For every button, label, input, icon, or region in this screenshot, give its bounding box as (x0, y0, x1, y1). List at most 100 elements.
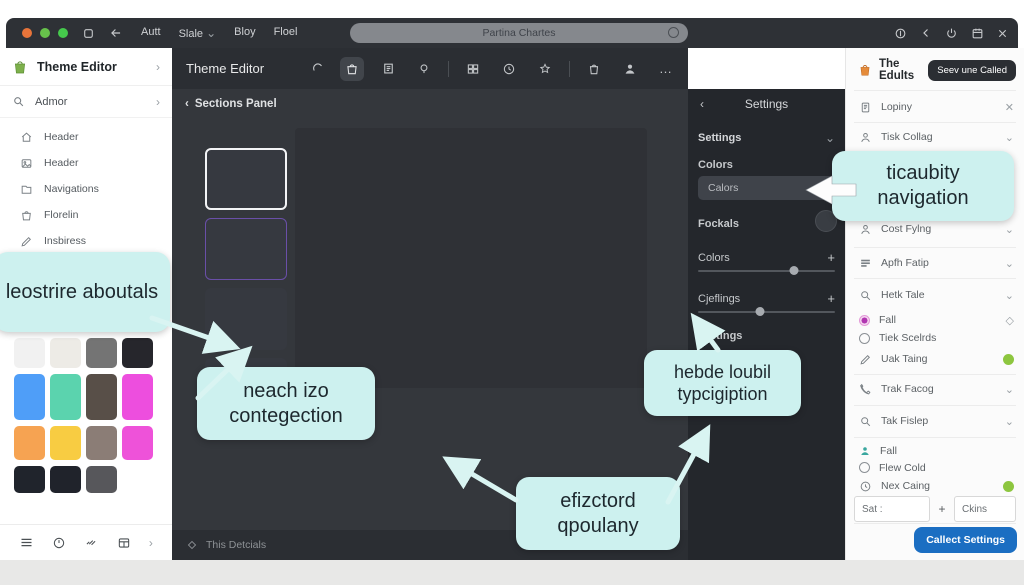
color-swatch[interactable] (14, 426, 45, 460)
sidebar-item-florelin[interactable]: Florelin (0, 202, 172, 228)
row-label: Lopiny (881, 101, 912, 113)
color-swatch[interactable] (86, 426, 117, 460)
address-bar[interactable]: Partina Chartes (350, 23, 688, 43)
panel-inputs-row: + (854, 496, 1017, 522)
chevron-right-icon[interactable]: › (148, 535, 153, 550)
undo-icon[interactable] (304, 57, 328, 81)
sidebar-item-header-2[interactable]: Header (0, 150, 172, 176)
radio-filled-icon[interactable] (859, 314, 870, 326)
plus-icon[interactable]: + (827, 250, 835, 265)
bag-icon[interactable] (582, 57, 606, 81)
color-swatch[interactable] (86, 466, 117, 493)
window-icon[interactable] (117, 536, 131, 550)
calendar-icon[interactable] (971, 27, 984, 40)
panel-row-flew-cold[interactable]: Flew Cold (846, 459, 1024, 476)
reload-icon[interactable] (668, 27, 679, 38)
plus-icon[interactable]: + (827, 291, 835, 306)
color-swatch[interactable] (14, 374, 45, 420)
color-swatch[interactable] (14, 466, 45, 493)
sidebar-item-navigations[interactable]: Navigations (0, 176, 172, 202)
chevron-left-icon: ‹ (185, 98, 189, 110)
colors-slider[interactable] (698, 266, 835, 276)
color-swatch[interactable] (86, 374, 117, 420)
chevron-left-icon[interactable]: ‹ (700, 97, 704, 111)
history-icon[interactable] (497, 57, 521, 81)
slider-thumb[interactable] (755, 307, 765, 316)
power-icon[interactable] (945, 27, 958, 40)
panel-row-nex-caing[interactable]: Nex Caing (846, 476, 1024, 496)
colors-input[interactable] (698, 176, 835, 200)
section-thumbnail-highlighted[interactable] (205, 218, 287, 280)
right-panel-header: The Edults Seev une Called (846, 56, 1024, 84)
color-swatch[interactable] (50, 374, 81, 420)
sidebar-search[interactable]: Admor › (0, 86, 172, 118)
blocked-icon[interactable] (894, 27, 907, 40)
sidebar-item-header[interactable]: Header (0, 124, 172, 150)
cjeflings-slider[interactable] (698, 307, 835, 317)
color-swatch[interactable] (14, 338, 45, 368)
section-thumbnail[interactable] (205, 288, 287, 350)
chevron-right-icon: › (156, 59, 160, 74)
panel-row-tiek-scelrds[interactable]: Tiek Scelrds (846, 329, 1024, 347)
slider-thumb[interactable] (789, 266, 799, 275)
panel-row-tak-fislep[interactable]: Tak Fislep ⌄ (846, 408, 1024, 434)
fockals-toggle[interactable] (815, 210, 837, 232)
sidebar-item-insbiress[interactable]: Insbiress (0, 228, 172, 254)
notes-icon[interactable] (376, 57, 400, 81)
zoom-window-button[interactable] (58, 28, 68, 38)
back-arrow-icon[interactable] (109, 26, 123, 40)
panel-row-apfh-fatip[interactable]: Apfh Fatip ⌄ (846, 250, 1024, 276)
chevron-down-icon: ⌄ (1004, 223, 1014, 236)
collect-settings-button[interactable]: Callect Settings (914, 527, 1017, 553)
settings-group[interactable]: Settings ⌄ (698, 131, 835, 145)
radio-icon[interactable] (859, 462, 870, 473)
radio-icon[interactable] (859, 332, 870, 344)
bag-tool-icon[interactable] (340, 56, 364, 81)
menu-item[interactable]: Bloy (234, 26, 256, 38)
home-tab-icon[interactable] (82, 27, 95, 40)
pin-icon[interactable] (412, 57, 436, 81)
menu-icon[interactable] (19, 535, 34, 550)
move-icon[interactable] (84, 536, 98, 550)
ckins-input[interactable] (954, 496, 1016, 522)
panel-row-lopiny[interactable]: Lopiny ✕ (846, 94, 1024, 120)
panel-row-hetk-tale[interactable]: Hetk Tale ⌄ (846, 282, 1024, 308)
save-called-button[interactable]: Seev une Called (928, 59, 1016, 81)
color-swatch[interactable] (50, 426, 81, 460)
panel-row-tisk-collag[interactable]: Tisk Collag ⌄ (846, 124, 1024, 150)
grid-icon (859, 257, 872, 270)
menu-item[interactable]: Floel (273, 26, 298, 38)
color-swatch[interactable] (122, 426, 153, 460)
minimize-window-button[interactable] (40, 28, 50, 38)
star-icon[interactable] (533, 57, 557, 81)
close-icon[interactable] (997, 28, 1008, 39)
window-controls[interactable] (22, 28, 68, 38)
section-thumbnail-selected[interactable] (205, 148, 287, 210)
user-icon[interactable] (618, 57, 642, 81)
more-icon[interactable]: … (659, 61, 673, 76)
panel-row-fall[interactable]: Fall ◇ (846, 311, 1024, 329)
plus-icon[interactable]: + (938, 502, 946, 516)
panel-row-cost-fylng[interactable]: Cost Fylng ⌄ (846, 216, 1024, 242)
color-swatch[interactable] (50, 338, 81, 368)
close-window-button[interactable] (22, 28, 32, 38)
sections-panel-back[interactable]: ‹ Sections Panel (185, 98, 277, 110)
preview-canvas[interactable] (295, 128, 647, 388)
grid-icon[interactable] (461, 57, 485, 81)
color-swatch[interactable] (86, 338, 117, 368)
person-icon (859, 131, 872, 144)
panel-row-trak-facog[interactable]: Trak Facog ⌄ (846, 376, 1024, 402)
sat-input[interactable] (854, 496, 930, 522)
menu-item[interactable]: Autt (141, 26, 161, 38)
color-swatch[interactable] (122, 374, 153, 420)
sidebar-header[interactable]: Theme Editor › (0, 48, 172, 86)
color-swatch[interactable] (50, 466, 81, 493)
chevron-down-icon: ⌄ (1004, 257, 1014, 270)
menu-item[interactable]: Slale ⌄ (178, 26, 217, 40)
panel-row-uak-taing[interactable]: Uak Taing (846, 348, 1024, 370)
color-swatch[interactable] (122, 338, 153, 368)
close-icon[interactable]: ✕ (1004, 101, 1014, 114)
clock-icon[interactable] (52, 536, 66, 550)
panel-row-fall-2[interactable]: Fall (846, 442, 1024, 459)
chevron-left-icon[interactable] (920, 27, 932, 39)
